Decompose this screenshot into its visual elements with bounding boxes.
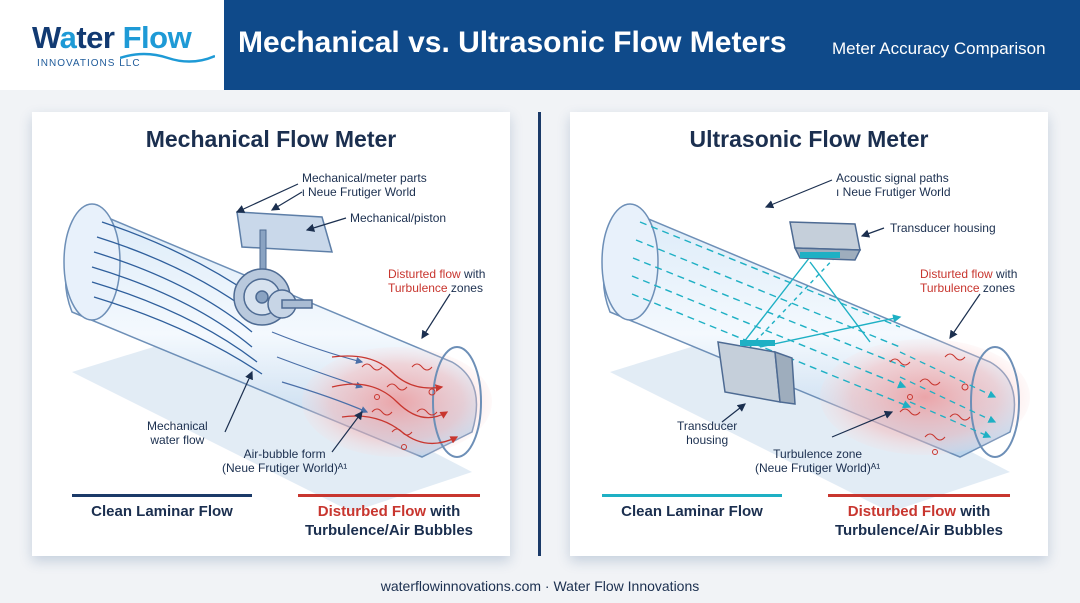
callout-transducer-bottom: Transducer housing [677,419,738,447]
piston-rod [259,229,267,271]
pipe-outlet [432,346,482,458]
ultrasonic-panel-title: Ultrasonic Flow Meter [689,126,929,152]
page-title: Mechanical vs. Ultrasonic Flow Meters [238,26,787,59]
acoustic-signal-paths [739,251,902,348]
callout-acoustic-paths: Acoustic signal paths ı Neue Frutiger Wo… [836,171,951,199]
callout-disturbed-flow: Disturted flow with Turbulence zones [388,267,486,295]
mechanical-pipe-illustration [63,183,492,512]
callout-air-bubble: Air-bubble form (Neue Frutiger World)ᴬ¹ [222,447,348,475]
legend-disturbed-flow: Disturbed Flow with Turbulence/Air Bubbl… [304,503,474,539]
turbulence-zone [820,339,1030,455]
callout-transducer-top: Transducer housing [890,221,996,235]
pipe-outlet [970,346,1020,458]
logo-wave-icon [120,52,215,63]
callout-water-flow: Mechanical water flow [147,419,208,447]
ultrasonic-panel: Ultrasonic Flow Meter [570,112,1048,556]
legend-clean-laminar: Clean Laminar Flow [621,503,763,520]
callout-turbulence-zone: Turbulence zone (Neue Frutiger World)ᴬ¹ [755,447,881,475]
pipe-shadow [610,332,1010,512]
mech-leader-lines [224,183,451,453]
callout-disturbed-flow: Disturted flow with Turbulence zones [920,267,1018,295]
ultra-leader-lines [721,179,981,438]
pipe-shadow [72,332,472,512]
meter-housing [236,211,334,253]
legend-clean-laminar: Clean Laminar Flow [91,503,233,520]
callout-piston: Mechanical/piston [350,211,447,225]
logo-wordmark: Water Flow [32,20,192,55]
pipe-inlet [63,203,121,321]
transducer-top-icon [789,221,862,261]
pipe-inlet [601,203,659,321]
ultrasonic-pipe-illustration [601,179,1030,512]
turbulent-acoustic-lines [899,351,997,438]
page-subtitle: Meter Accuracy Comparison [832,39,1046,58]
transducer-bottom-icon [717,340,796,405]
legend-laminar-line [72,494,252,497]
brand-logo[interactable]: Water Flow INNOVATIONS LLC [0,0,224,90]
small-gear-icon [267,289,313,319]
callout-meter-parts: Mechanical/meter parts ι Neue Frutiger W… [302,171,427,199]
legend-turbulence-line [298,494,480,497]
header-bar: Water Flow INNOVATIONS LLC Mechanical vs… [0,0,1080,90]
legend-disturbed-flow: Disturbed Flow with Turbulence/Air Bubbl… [834,503,1004,539]
mechanical-panel: Mechanical Flow Meter [32,112,510,556]
legend-laminar-line [602,494,782,497]
turbulence-swirls [361,363,438,450]
turbulence-swirls [889,353,971,455]
acoustic-flow-lines [631,221,912,409]
logo-drop-letter: a [59,20,77,55]
logo-tagline: INNOVATIONS LLC [37,58,141,69]
footer-link[interactable]: waterflowinnovations.com · Water Flow In… [380,578,700,594]
panel-divider [538,112,541,556]
legend-turbulence-line [828,494,1010,497]
mechanical-panel-title: Mechanical Flow Meter [145,126,397,152]
